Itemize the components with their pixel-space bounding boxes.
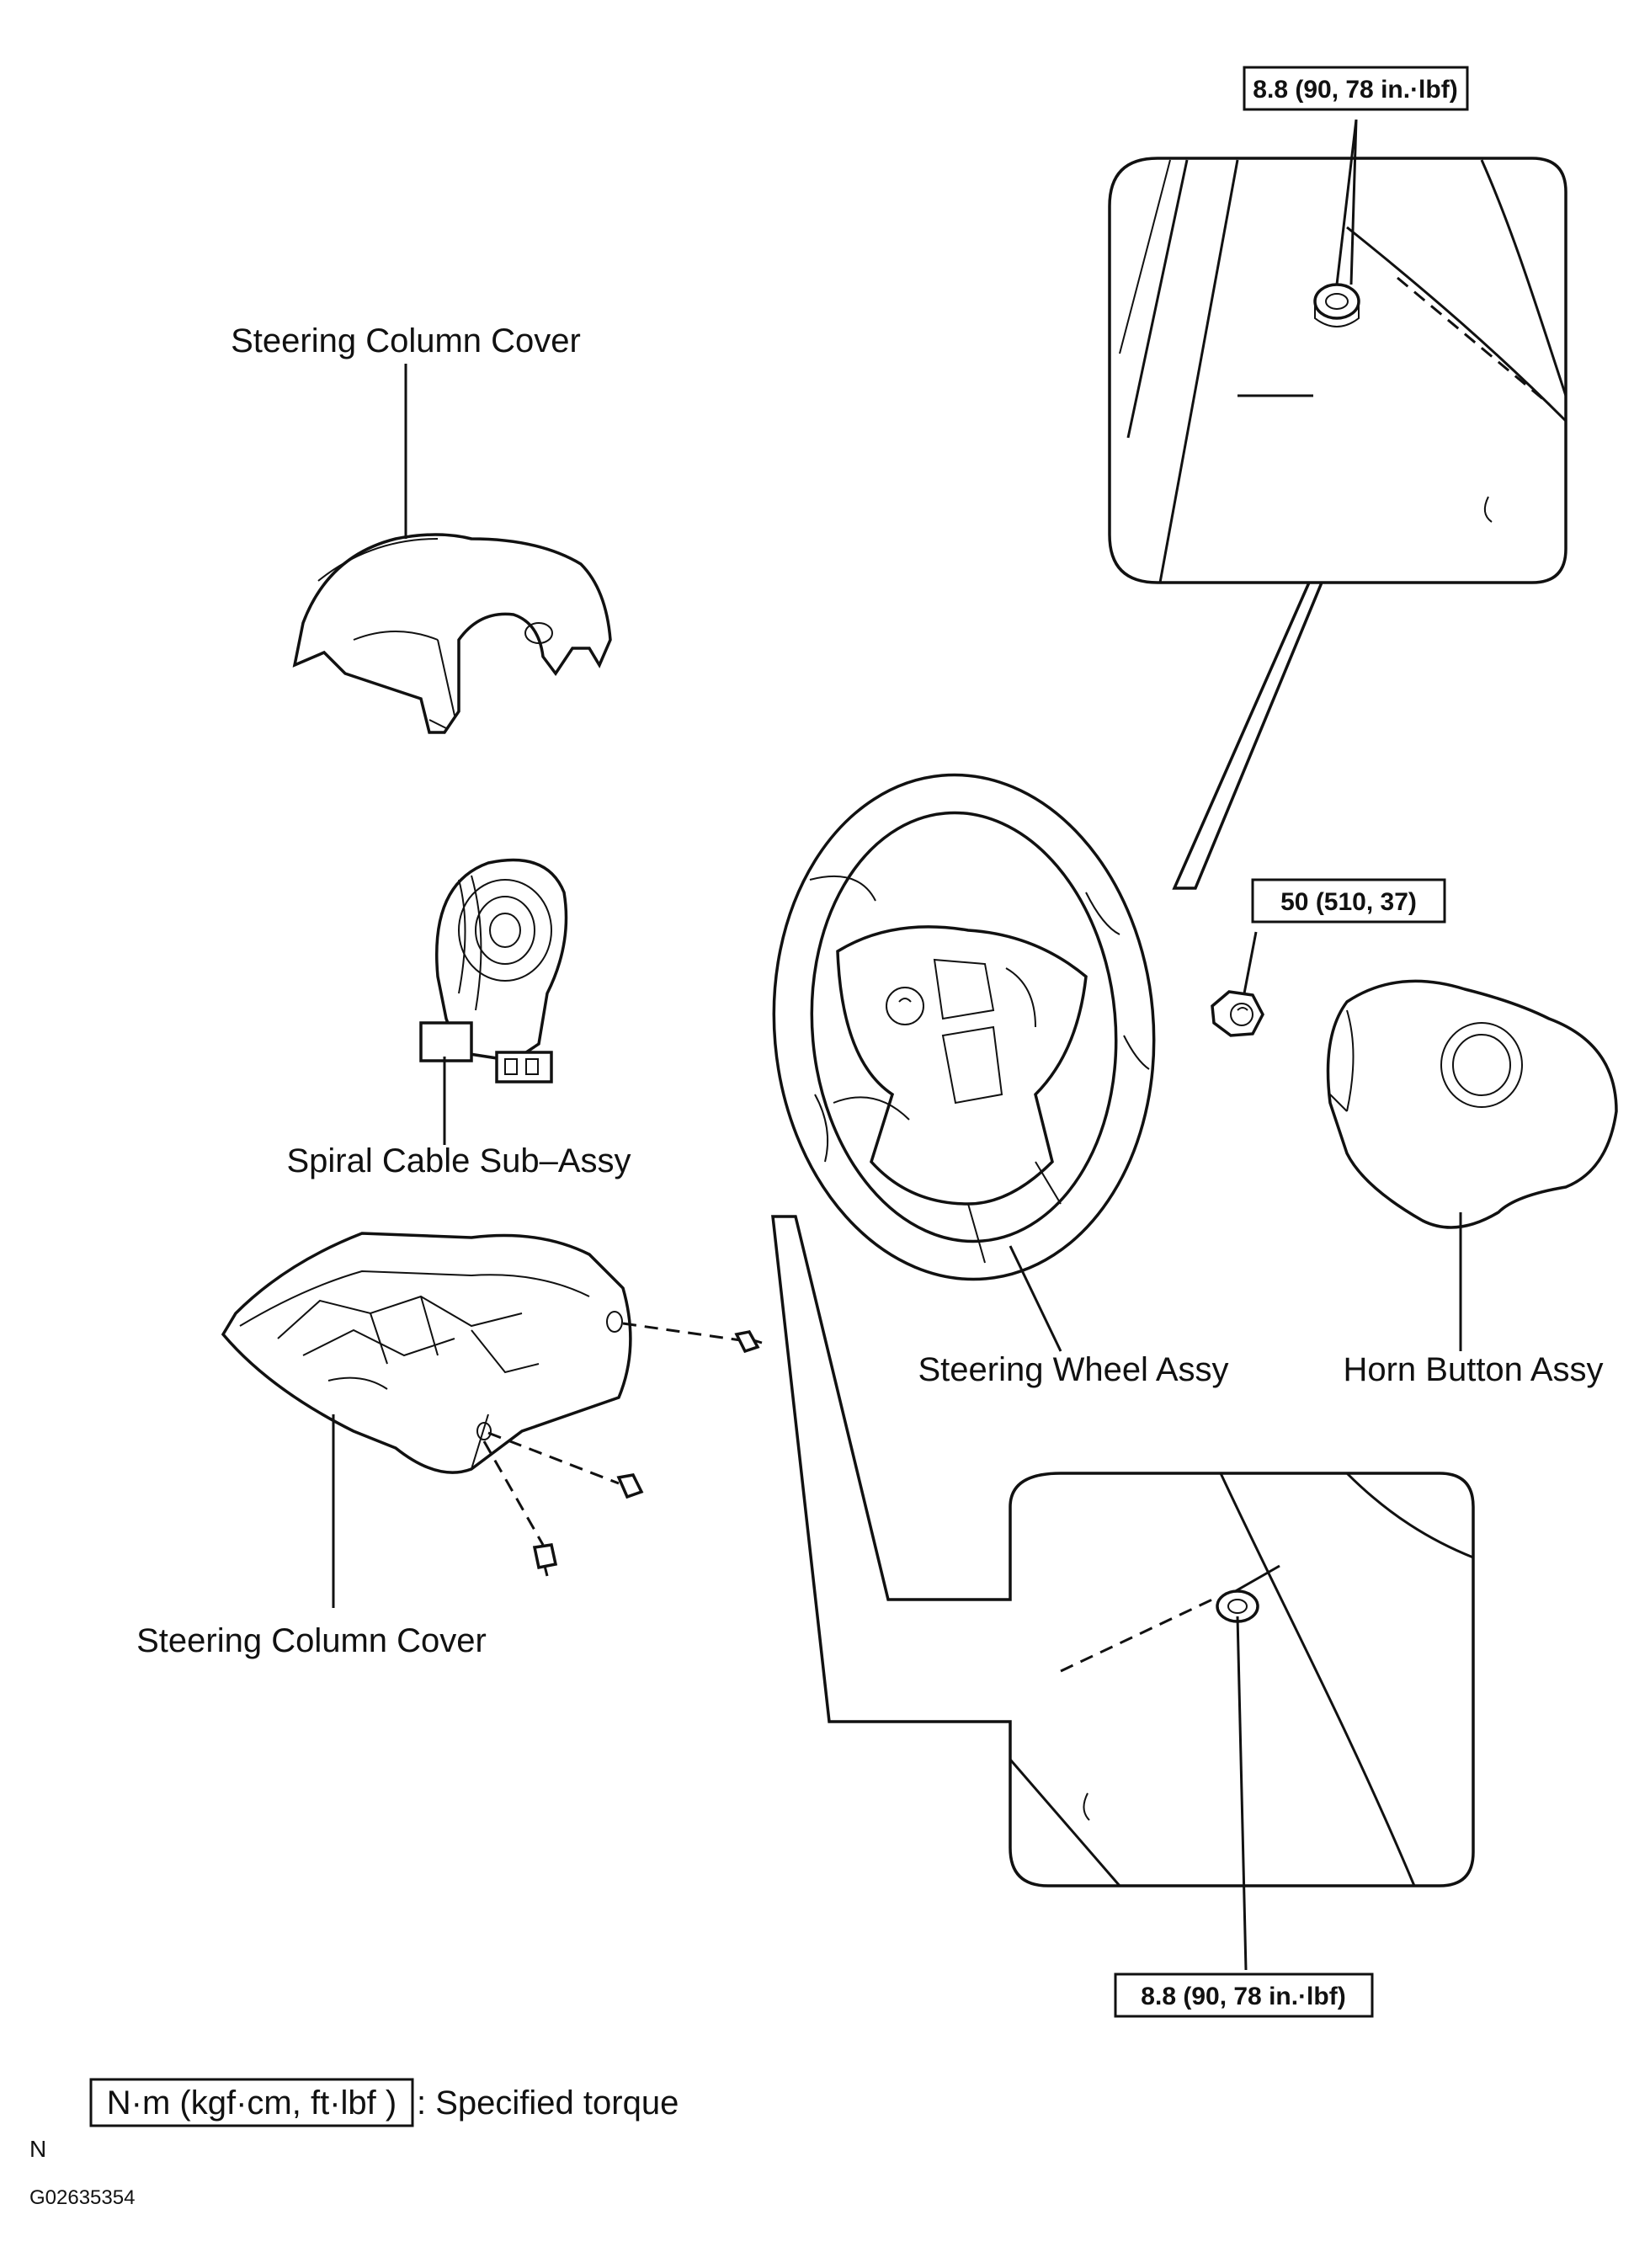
top-detail-inset	[1108, 157, 1568, 890]
torque-bottom-value: 8.8 (90, 78 in.·lbf)	[1141, 1983, 1345, 2010]
label-horn-button: Horn Button Assy	[1343, 1351, 1603, 1388]
label-steering-wheel: Steering Wheel Assy	[918, 1351, 1228, 1388]
steering-column-cover-lower	[221, 1232, 632, 1474]
footer-mark: N	[29, 2136, 46, 2162]
legend-description: : Specified torque	[417, 2084, 679, 2122]
footer-code: G02635354	[29, 2186, 135, 2209]
torque-callout-top: 8.8 (90, 78 in.·lbf)	[1243, 66, 1469, 111]
legend-unit-box: N·m (kgf·cm, ft·lbf )	[107, 2084, 397, 2122]
spiral-cable	[419, 858, 568, 1083]
bottom-detail-inset	[771, 1215, 1475, 1887]
torque-callout-nut: 50 (510, 37)	[1251, 878, 1446, 924]
torque-legend: N·m (kgf·cm, ft·lbf ) : Specified torque	[89, 2078, 679, 2127]
torque-callout-bottom: 8.8 (90, 78 in.·lbf)	[1114, 1973, 1374, 2018]
torque-top-value: 8.8 (90, 78 in.·lbf)	[1253, 76, 1457, 104]
leader-lines	[332, 119, 1462, 1971]
horn-button	[1326, 979, 1618, 1229]
torque-nut-value: 50 (510, 37)	[1280, 888, 1417, 916]
steering-wheel-nut	[1211, 990, 1264, 1037]
steering-wheel	[772, 773, 1156, 1281]
cover-screws	[482, 1322, 763, 1577]
label-steering-column-cover-lower: Steering Column Cover	[136, 1622, 487, 1659]
label-spiral-cable: Spiral Cable Sub–Assy	[286, 1142, 631, 1179]
label-steering-column-cover-upper: Steering Column Cover	[231, 322, 581, 359]
steering-column-cover-upper	[292, 533, 612, 734]
